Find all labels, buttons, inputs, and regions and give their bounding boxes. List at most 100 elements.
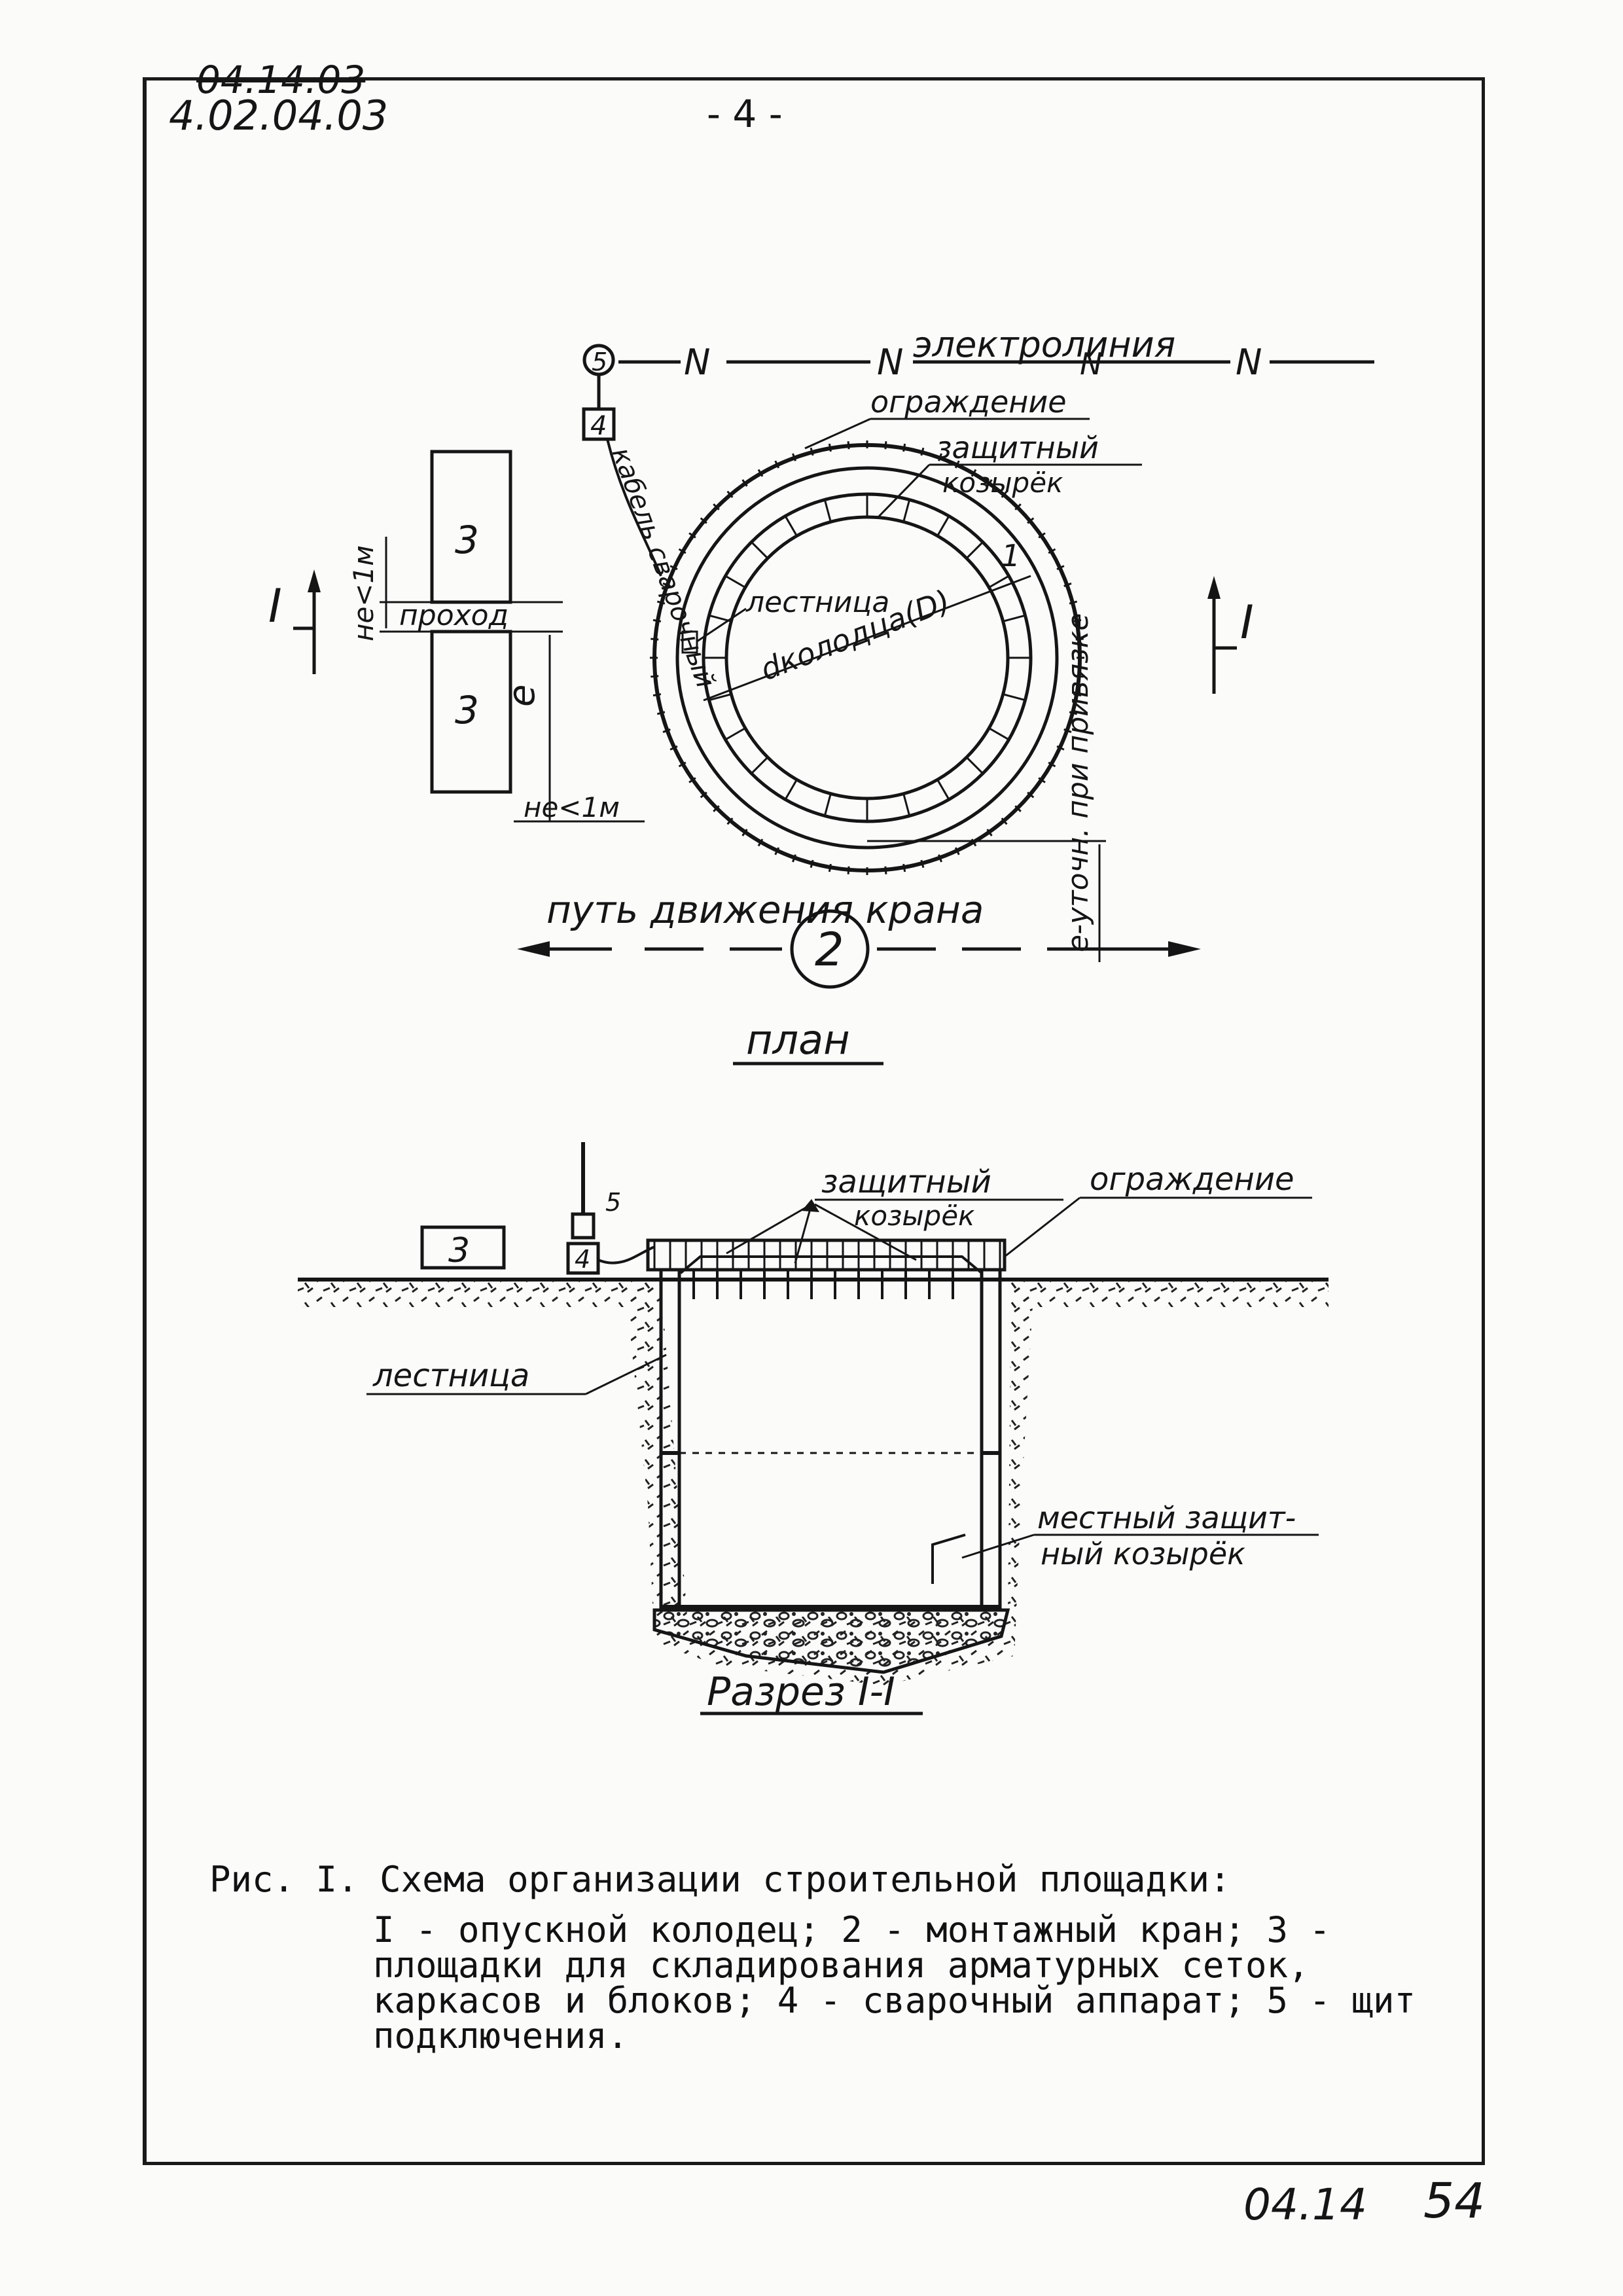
canopy-segment bbox=[965, 756, 984, 774]
fence-post bbox=[700, 517, 707, 524]
fence-post bbox=[1063, 583, 1072, 587]
fence-post bbox=[884, 866, 887, 874]
welding-cable bbox=[606, 439, 662, 577]
fence-post bbox=[1027, 791, 1035, 798]
canopy-segment bbox=[784, 779, 798, 800]
fence-post bbox=[1073, 693, 1082, 697]
canopy-segment bbox=[751, 541, 769, 560]
plan-canopy-label-2: козырёк bbox=[942, 467, 1063, 499]
fence-post bbox=[884, 441, 887, 450]
section-canopy-label-1: защитный bbox=[821, 1164, 991, 1200]
fence-post bbox=[828, 863, 832, 872]
fence-post bbox=[1001, 817, 1008, 825]
fence-post bbox=[662, 583, 671, 587]
fence-post bbox=[847, 441, 850, 450]
fence-post bbox=[986, 829, 993, 836]
plan-ladder bbox=[681, 630, 698, 654]
welding-machine bbox=[582, 407, 616, 441]
section-fence-label: ограждение bbox=[1090, 1161, 1294, 1198]
fence-post bbox=[847, 866, 850, 874]
fence-post bbox=[656, 600, 666, 605]
fence-post bbox=[1038, 532, 1046, 539]
crane-number: 2 bbox=[815, 923, 844, 977]
section-welding-machine bbox=[566, 1242, 600, 1275]
powerline-mark-3: N bbox=[1080, 346, 1102, 382]
canopy-hangers bbox=[692, 1270, 954, 1299]
fence-post bbox=[971, 469, 977, 477]
plan-view: электролиния N N N N 5 4 кабель сварочны… bbox=[268, 324, 1374, 1066]
section-panel-number: 5 bbox=[605, 1188, 621, 1217]
section-storage-area bbox=[420, 1225, 506, 1270]
fence-post bbox=[726, 490, 734, 498]
canopy-segment bbox=[823, 793, 832, 816]
crane-marker bbox=[790, 909, 870, 989]
fence-post bbox=[1027, 517, 1035, 524]
figure-caption-legend: I - опускной колодец; 2 - монтажный кран… bbox=[373, 1909, 1416, 2056]
section-title: Разрез I-I bbox=[707, 1669, 895, 1715]
figure-caption-title: Рис. I. Схема организации строительной п… bbox=[209, 1859, 1231, 1900]
canopy-segment bbox=[724, 727, 746, 741]
fence-post bbox=[902, 863, 906, 872]
fence-post bbox=[792, 854, 796, 863]
canopy-segment bbox=[751, 756, 769, 774]
section-canopy-label-2: козырёк bbox=[854, 1200, 975, 1232]
powerline-mark-2: N bbox=[877, 342, 903, 383]
storage-area-lower-number: 3 bbox=[455, 688, 479, 732]
fence-post bbox=[757, 838, 764, 847]
powerline-mark-1: N bbox=[684, 342, 710, 383]
storage-area-upper-number: 3 bbox=[455, 518, 479, 562]
fence-post bbox=[1069, 711, 1078, 715]
fence-post bbox=[920, 859, 925, 869]
fence-post bbox=[828, 443, 832, 452]
local-canopy-label-2: ный козырёк bbox=[1041, 1536, 1245, 1571]
plan-ladder-label: лестница bbox=[745, 586, 889, 619]
fence-post bbox=[1056, 565, 1065, 571]
fence-post bbox=[1069, 600, 1078, 605]
fence-post bbox=[938, 453, 942, 461]
document-code: 4.02.04.03 bbox=[169, 92, 389, 139]
section-mark-right-label: I bbox=[1240, 596, 1254, 649]
fence-post bbox=[656, 711, 666, 715]
crane-path-label: путь движения крана bbox=[546, 888, 984, 932]
canopy-segment bbox=[965, 541, 984, 560]
fence-post bbox=[1048, 761, 1056, 768]
binding-dimension-label: e-уточн. при привязке bbox=[1061, 613, 1095, 952]
fence-post bbox=[792, 453, 796, 461]
fence-post bbox=[1056, 745, 1065, 751]
well-wall-right bbox=[980, 1268, 1002, 1609]
canopy-segment bbox=[988, 727, 1010, 741]
well-outer-wall bbox=[675, 466, 1059, 850]
fence-post bbox=[810, 859, 814, 869]
section-view: 3 4 5 защитный козырёк ограждение лестни… bbox=[298, 1142, 1329, 1715]
powerline-mark-4: N bbox=[1236, 342, 1262, 383]
fence-post bbox=[902, 443, 906, 452]
powerline-label: электролиния bbox=[913, 324, 1175, 365]
canopy-segment bbox=[784, 515, 798, 537]
fence-post bbox=[774, 460, 780, 469]
fence-post bbox=[1048, 548, 1056, 554]
well-number: 1 bbox=[1001, 538, 1020, 573]
canopy-segment bbox=[988, 575, 1010, 588]
fence-post bbox=[757, 469, 764, 477]
section-mark-right bbox=[1207, 576, 1237, 694]
figure-caption: Рис. I. Схема организации строительной п… bbox=[209, 1859, 1453, 2054]
fence-post bbox=[1073, 619, 1082, 622]
section-welding-number: 4 bbox=[575, 1245, 590, 1274]
fence-post bbox=[688, 777, 696, 783]
canopy-segment bbox=[936, 779, 950, 800]
canopy-segment bbox=[823, 499, 832, 522]
fence-post bbox=[713, 503, 720, 511]
canopy-segment bbox=[936, 515, 950, 537]
fence-post bbox=[1014, 805, 1022, 812]
canopy-segment bbox=[902, 499, 911, 522]
fence-post bbox=[726, 817, 734, 825]
dimension-e-label: e bbox=[501, 685, 543, 707]
passage-label: проход bbox=[399, 599, 508, 632]
section-switch-panel bbox=[571, 1212, 596, 1240]
plan-fence-label: ограждение bbox=[870, 384, 1067, 420]
fence-post bbox=[938, 854, 942, 863]
fence-post bbox=[678, 548, 687, 554]
local-canopy-label-1: местный защит- bbox=[1037, 1500, 1296, 1535]
